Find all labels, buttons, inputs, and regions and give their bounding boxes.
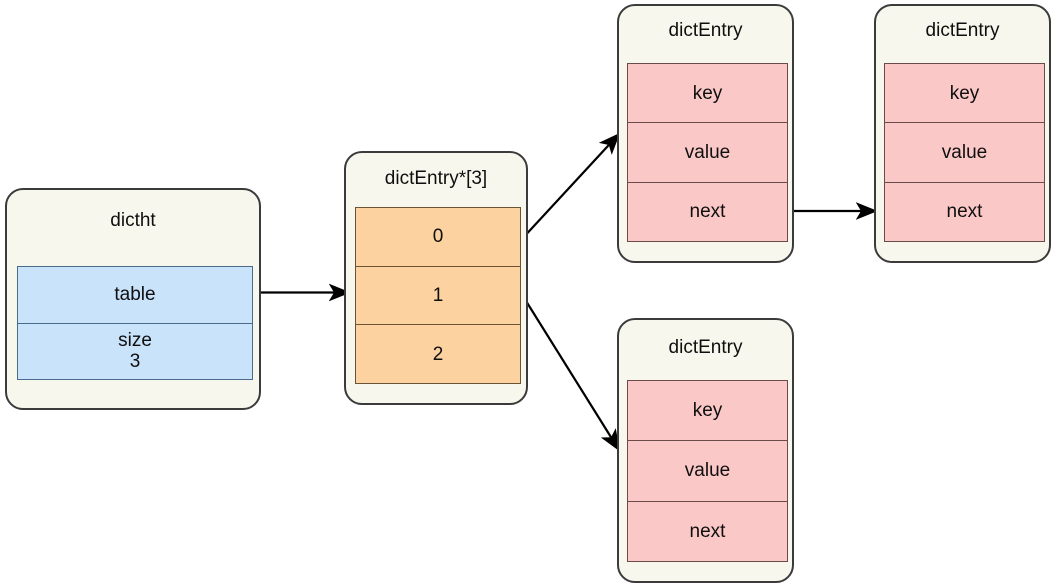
node-dictht-fields: table size 3 (17, 266, 253, 380)
node-entry-top-right-title: dictEntry (925, 20, 1000, 41)
array-slot-2-label: 2 (432, 343, 444, 365)
node-dictht[interactable]: dictht table size 3 (5, 188, 261, 410)
field-size-label: size (118, 329, 152, 351)
array-slot-1[interactable]: 1 (356, 266, 520, 326)
node-table-array[interactable]: dictEntry*[3] 0 1 2 (344, 151, 528, 405)
entry-top-left-value-label: value (684, 141, 731, 163)
entry-top-right-key[interactable]: key (885, 64, 1044, 124)
array-slot-0[interactable]: 0 (356, 208, 520, 267)
node-entry-top-right-fields: key value next (884, 63, 1045, 242)
node-entry-top-left[interactable]: dictEntry key value next (617, 4, 794, 263)
array-slot-0-label: 0 (432, 226, 444, 248)
node-entry-top-right[interactable]: dictEntry key value next (874, 4, 1051, 263)
entry-bottom-value-label: value (684, 460, 731, 482)
edge-array-1-to-entry-bottom (520, 292, 620, 452)
node-entry-top-left-title: dictEntry (668, 20, 743, 41)
field-size[interactable]: size 3 (18, 323, 252, 379)
entry-top-right-value[interactable]: value (885, 123, 1044, 183)
entry-bottom-next[interactable]: next (628, 501, 787, 561)
node-entry-top-left-fields: key value next (627, 63, 788, 242)
node-entry-bottom-title: dictEntry (668, 337, 743, 358)
field-table[interactable]: table (18, 267, 252, 324)
entry-top-left-next[interactable]: next (628, 182, 787, 241)
entry-bottom-key-label: key (692, 400, 723, 422)
field-table-label: table (114, 284, 156, 306)
entry-top-right-next[interactable]: next (885, 182, 1044, 241)
array-slot-2[interactable]: 2 (356, 325, 520, 384)
node-entry-bottom[interactable]: dictEntry key value next (617, 318, 794, 583)
entry-top-left-next-label: next (689, 201, 726, 223)
entry-top-right-key-label: key (949, 82, 980, 104)
node-dictht-title: dictht (110, 210, 156, 231)
array-slot-1-label: 1 (432, 284, 444, 306)
node-table-array-title: dictEntry*[3] (384, 168, 488, 189)
entry-bottom-next-label: next (689, 520, 726, 542)
entry-top-right-next-label: next (946, 201, 983, 223)
entry-top-left-key[interactable]: key (628, 64, 787, 124)
entry-bottom-key[interactable]: key (628, 381, 787, 442)
entry-top-left-key-label: key (692, 82, 723, 104)
entry-bottom-value[interactable]: value (628, 441, 787, 502)
edge-array-0-to-entry-top-left (520, 132, 621, 241)
entry-top-left-value[interactable]: value (628, 123, 787, 183)
field-size-value: 3 (129, 351, 141, 373)
node-table-array-slots: 0 1 2 (355, 207, 521, 384)
node-entry-bottom-fields: key value next (627, 380, 788, 562)
entry-top-right-value-label: value (941, 141, 988, 163)
